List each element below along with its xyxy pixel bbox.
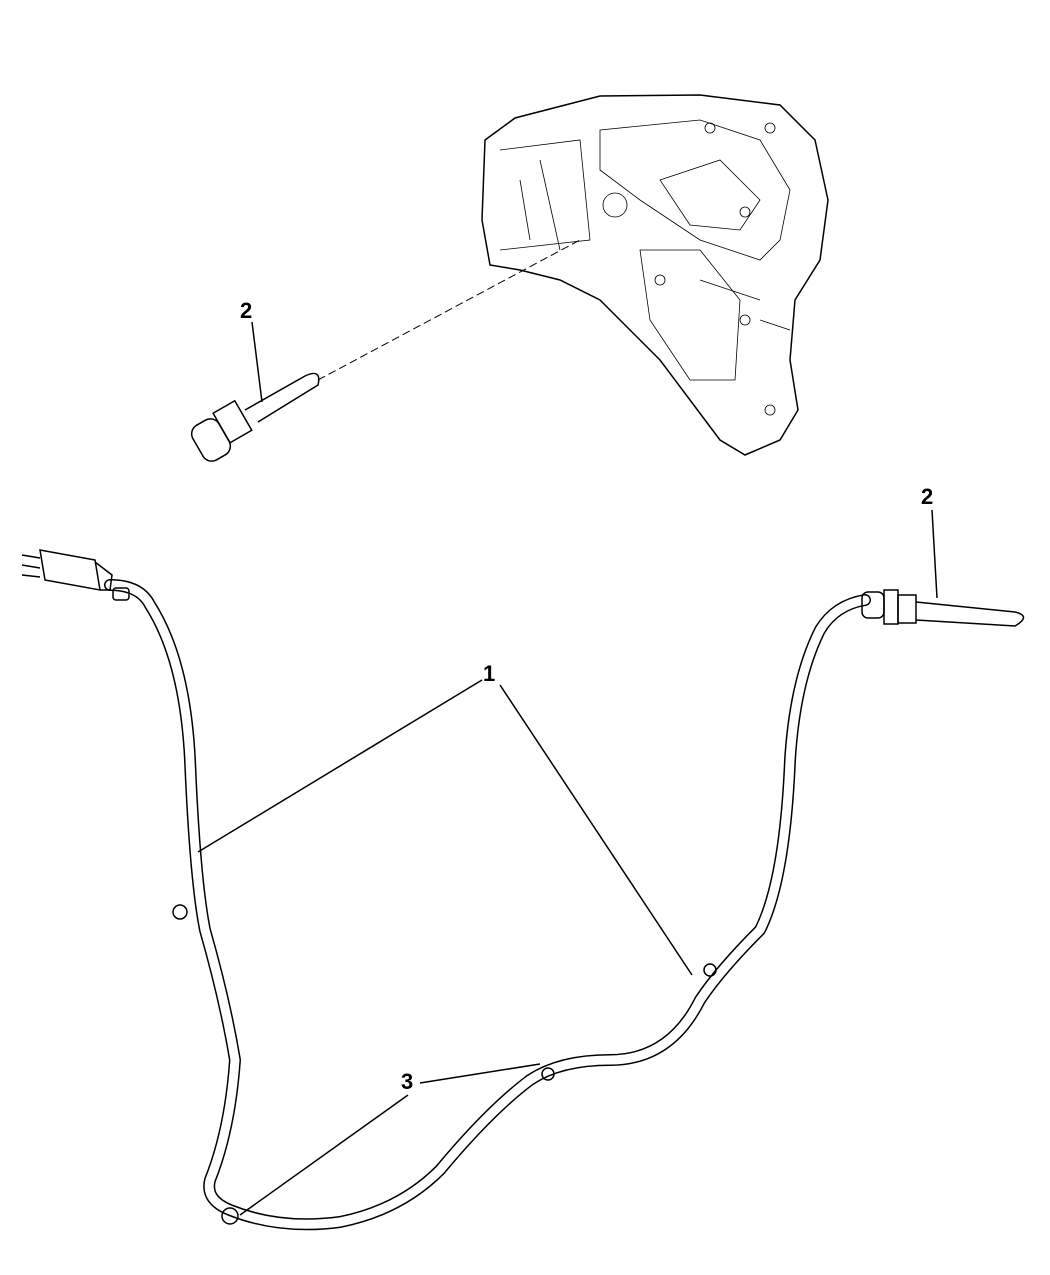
- callout-1: 1: [483, 661, 495, 686]
- engine-heater-element: [190, 372, 320, 462]
- heater-element: [861, 589, 1025, 627]
- callout-2-top: 2: [240, 298, 252, 323]
- leader-3-right: [419, 1063, 541, 1084]
- callout-3: 3: [401, 1069, 413, 1094]
- leader-2-top: [251, 321, 263, 403]
- leader-1-right: [499, 684, 693, 976]
- leader-1-left: [197, 679, 483, 853]
- leader-3-left: [239, 1094, 409, 1216]
- power-plug: [21, 549, 130, 601]
- clips: [172, 904, 717, 1225]
- leader-2-right: [931, 509, 938, 599]
- callout-2-right: 2: [921, 484, 933, 509]
- install-line: [317, 239, 581, 381]
- engine-block: [481, 94, 829, 456]
